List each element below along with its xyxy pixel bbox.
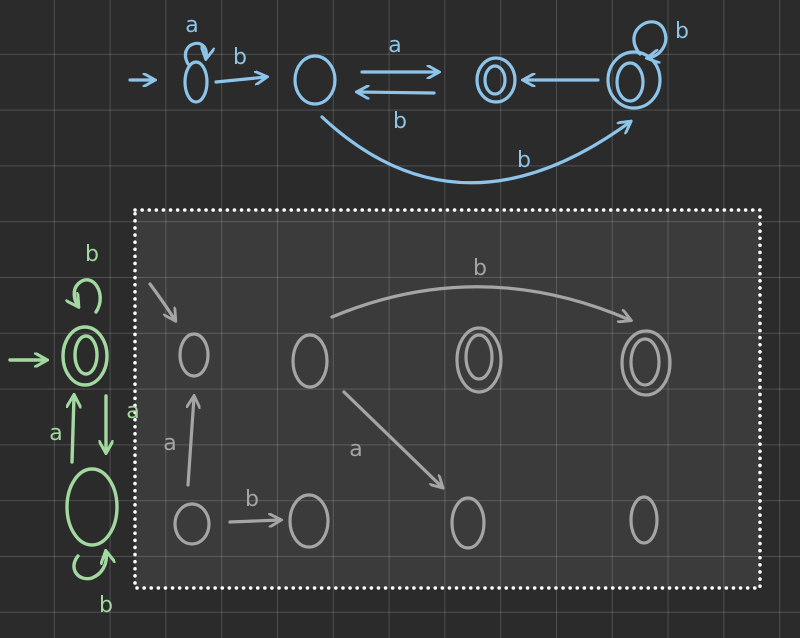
blue-self-loop-start[interactable] [184,41,206,66]
grey-state-7[interactable] [450,496,486,550]
blue-label-self-loop-start: a [185,13,198,38]
blue-label-s1-to-s2: a [388,33,401,58]
green-automaton[interactable]: b a a b [8,242,140,618]
grey-state-2[interactable] [291,333,329,389]
grey-state-8[interactable] [629,495,659,545]
selection-border[interactable] [133,208,762,590]
blue-self-loop-s3[interactable] [632,20,668,58]
grey-edge-curve-top[interactable] [330,285,630,320]
green-label-self-loop-bottom: b [99,593,113,618]
green-self-loop-top[interactable] [74,278,102,314]
grey-accept-state-3-inner [464,333,494,381]
grey-edge-up[interactable] [188,397,194,487]
blue-state-1[interactable] [293,54,337,106]
grey-label-up-left: a [163,431,176,456]
green-edge-up[interactable] [72,396,74,464]
green-accept-state-top-outer[interactable] [61,325,109,387]
selection-box[interactable] [135,210,760,588]
blue-accept-state-2-outer[interactable] [475,56,517,104]
blue-label-start-to-s1: b [233,45,247,70]
blue-accept-state-3-inner [615,61,645,103]
grey-accept-state-4-outer[interactable] [620,329,672,397]
blue-label-s2-to-s1: b [393,109,407,134]
blue-accept-state-3-outer[interactable] [606,50,662,110]
grey-label-diagonal: a [349,437,362,462]
blue-start-state[interactable] [183,60,209,104]
green-accept-state-top-inner [73,334,99,376]
grey-edge-diagonal[interactable] [342,390,442,487]
green-state-bottom[interactable] [65,467,119,547]
green-label-down: a [126,399,139,424]
blue-edge-start-to-s1[interactable] [214,77,266,82]
green-self-loop-bottom[interactable] [72,552,106,581]
blue-edge-s2-to-s1[interactable] [358,92,436,93]
grey-accept-state-4-inner [629,337,661,387]
green-label-self-loop-top: b [85,242,99,267]
grey-state-start[interactable] [178,332,210,378]
blue-accept-state-2-inner [483,64,507,96]
blue-label-curve: b [517,148,531,173]
blue-label-self-loop-s3: b [675,19,689,44]
grey-accept-state-3-outer[interactable] [455,326,503,394]
grey-label-bottom-row: b [245,487,259,512]
grey-automaton[interactable]: b a a b [133,208,762,590]
grey-label-curve-top: b [473,256,487,281]
blue-automaton[interactable]: a b a b b b [128,13,689,185]
green-label-up: a [49,421,62,446]
grey-start-arrow[interactable] [148,282,175,320]
blue-edge-s1-to-s3-curve[interactable] [320,115,630,185]
grey-state-6[interactable] [288,493,330,549]
grey-edge-bottom-row[interactable] [228,520,280,522]
grey-state-5[interactable] [173,502,211,546]
